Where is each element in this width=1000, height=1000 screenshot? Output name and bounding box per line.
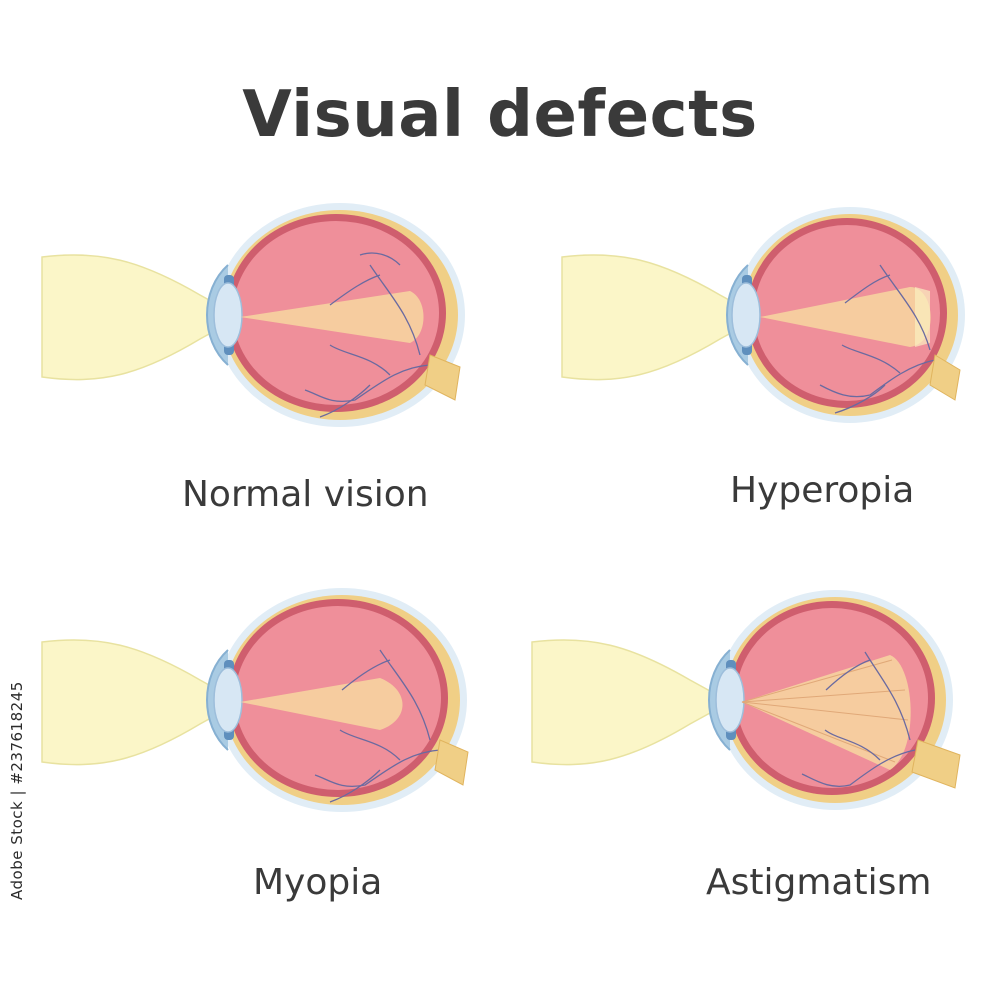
light-beam-icon (531, 639, 732, 766)
caption-hyperopia: Hyperopia (730, 470, 915, 511)
optic-nerve-icon (929, 354, 961, 401)
caption-normal-vision: Normal vision (182, 474, 429, 515)
optic-nerve-icon (424, 354, 461, 401)
eye-cross-section-icon (726, 207, 965, 423)
optic-nerve-icon (434, 739, 469, 786)
eye-diagram-astigmatism (531, 590, 961, 810)
eye-diagram-myopia (41, 588, 469, 812)
caption-astigmatism: Astigmatism (706, 862, 932, 903)
eye-cross-section-icon (708, 590, 961, 810)
eye-cross-section-icon (206, 203, 465, 427)
page-title: Visual defects (242, 78, 758, 152)
optic-nerve-icon (911, 739, 961, 789)
eye-diagram-hyperopia (561, 207, 965, 423)
eye-cross-section-icon (206, 588, 469, 812)
eye-diagram-normal (41, 203, 465, 427)
caption-myopia: Myopia (253, 862, 383, 903)
stock-id-label: Adobe Stock | #237618245 (8, 681, 26, 900)
